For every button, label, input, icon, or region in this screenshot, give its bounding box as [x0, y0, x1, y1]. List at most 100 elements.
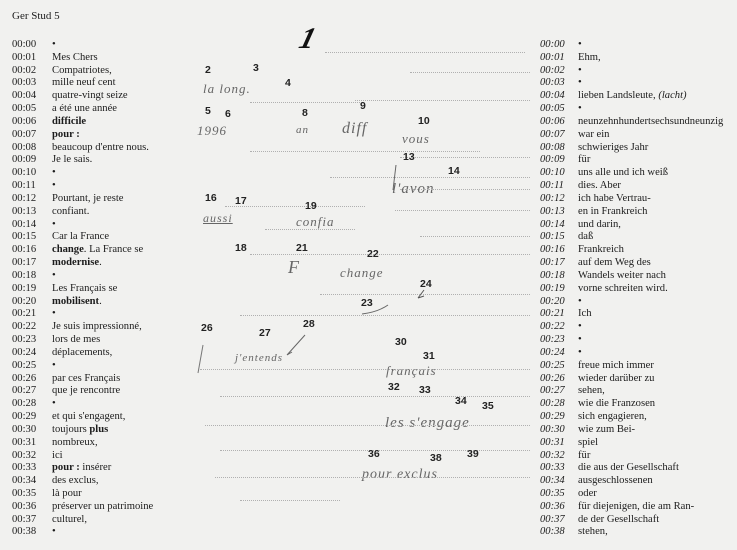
timestamp: 00:13 [540, 205, 565, 217]
transcript-text: • [52, 359, 56, 371]
transcript-text: • [578, 77, 582, 89]
transcript-text: • [578, 39, 582, 50]
annotation-marker: 6 [225, 108, 231, 120]
timestamp: 00:10 [540, 167, 565, 179]
timestamp: 00:27 [540, 385, 565, 397]
annotation-marker: 9 [360, 100, 366, 112]
annotation-marker: 24 [420, 278, 432, 290]
timestamp: 00:16 [540, 244, 565, 256]
timestamp: 00:07 [540, 128, 565, 140]
transcript-text: Ehm, [578, 51, 601, 63]
handwriting: vous [402, 131, 430, 146]
transcript-text: die aus der Gesellschaft [578, 462, 679, 474]
timestamp: 00:11 [540, 180, 564, 192]
transcript-text: schwieriges Jahr [578, 141, 649, 153]
timestamp: 00:08 [540, 141, 565, 153]
annotation-marker: 14 [448, 165, 460, 177]
emphasized-word: difficile [52, 115, 87, 127]
dotted-line [325, 52, 525, 53]
timestamp: 00:32 [12, 449, 37, 461]
transcript-text: Ich [578, 308, 592, 320]
timestamp: 00:13 [12, 205, 37, 217]
annotation-marker: 8 [302, 107, 308, 119]
transcript-text: pour : insérer [52, 462, 111, 475]
transcript-text: Je le sais. [52, 154, 93, 166]
timestamp: 00:34 [540, 475, 565, 487]
timestamp: 00:28 [540, 398, 565, 410]
transcript-text: difficile [52, 116, 86, 129]
text-part: . [99, 295, 102, 307]
transcript-text: ich habe Vertrau- [578, 192, 651, 204]
dotted-line [355, 100, 530, 101]
timestamp: 00:20 [540, 295, 565, 307]
transcript-text: vorne schreiten wird. [578, 282, 668, 294]
timestamp: 00:31 [540, 436, 565, 448]
timestamp: 00:26 [540, 372, 565, 384]
transcript-text: neunzehnhundertsechsundneunzig [578, 115, 724, 127]
dotted-line [320, 294, 530, 295]
annotation-marker: 36 [368, 448, 380, 460]
transcript-text: Pourtant, je reste [52, 192, 124, 204]
transcript-text: sehen, [578, 385, 605, 397]
timestamp: 00:03 [540, 77, 565, 89]
annotation-marker: 17 [235, 195, 247, 207]
annotation-marker: 32 [388, 381, 400, 393]
transcript-text: Mes Chers [52, 51, 98, 63]
transcript-text: Je suis impressionné, [52, 321, 142, 333]
transcript-text: • [52, 167, 56, 179]
timestamp: 00:18 [12, 269, 37, 281]
transcript-text: préserver un patrimoine [52, 500, 154, 512]
annotation-marker: 22 [367, 248, 379, 260]
transcript-text: uns alle und ich weiß [578, 167, 669, 179]
timestamp: 00:24 [12, 346, 37, 358]
timestamp: 00:30 [12, 423, 37, 435]
timestamp: 00:28 [12, 398, 37, 410]
timestamp: 00:21 [540, 308, 565, 320]
timestamp: 00:16 [12, 244, 37, 256]
emphasized-word: plus [89, 423, 109, 435]
timestamp: 00:23 [540, 334, 565, 346]
timestamp: 00:38 [540, 526, 565, 538]
annotation-marker: 34 [455, 395, 467, 407]
transcript-text: für [578, 154, 591, 166]
transcript-text: • [578, 295, 582, 307]
dotted-line [400, 189, 530, 190]
transcript-text: Les Français se [52, 282, 118, 294]
transcript-text: spiel [578, 436, 599, 448]
dotted-line [215, 477, 530, 478]
timestamp: 00:00 [540, 39, 565, 50]
dotted-line [240, 315, 530, 316]
timestamp: 00:32 [540, 449, 565, 461]
timestamp: 00:06 [12, 115, 37, 127]
dotted-line [330, 177, 530, 178]
timestamp: 00:35 [540, 487, 565, 499]
transcript-text: • [578, 64, 582, 76]
annotation-marker: 31 [423, 350, 435, 362]
annotation-marker: 2 [205, 64, 211, 76]
stage-direction: (lacht) [658, 90, 687, 102]
emphasized-word: change [52, 244, 84, 256]
timestamp: 00:18 [540, 269, 565, 281]
handwriting: aussi [203, 211, 233, 225]
emphasized-word: mobilisent [52, 295, 100, 307]
transcript-text: modernise. [52, 257, 102, 270]
annotation-marker: 4 [285, 77, 291, 89]
transcript-text: change. La France se [52, 244, 143, 257]
timestamp: 00:15 [540, 231, 565, 243]
timestamp: 00:08 [12, 141, 37, 153]
arrow-icon [361, 304, 389, 315]
pen-stroke [197, 344, 204, 374]
timestamp: 00:02 [540, 64, 565, 76]
annotation-marker: 38 [430, 452, 442, 464]
text-part: lieben Landsleute, [578, 90, 659, 102]
timestamp: 00:14 [540, 218, 565, 230]
annotation-marker: 35 [482, 400, 494, 412]
dotted-line [410, 72, 530, 73]
transcript-text: de der Gesellschaft [578, 513, 660, 525]
transcript-text: • [578, 346, 582, 358]
dotted-line [200, 369, 530, 370]
transcript-text: wieder darüber zu [578, 372, 655, 384]
transcript-text: • [52, 398, 56, 410]
transcript-text: • [578, 321, 582, 333]
